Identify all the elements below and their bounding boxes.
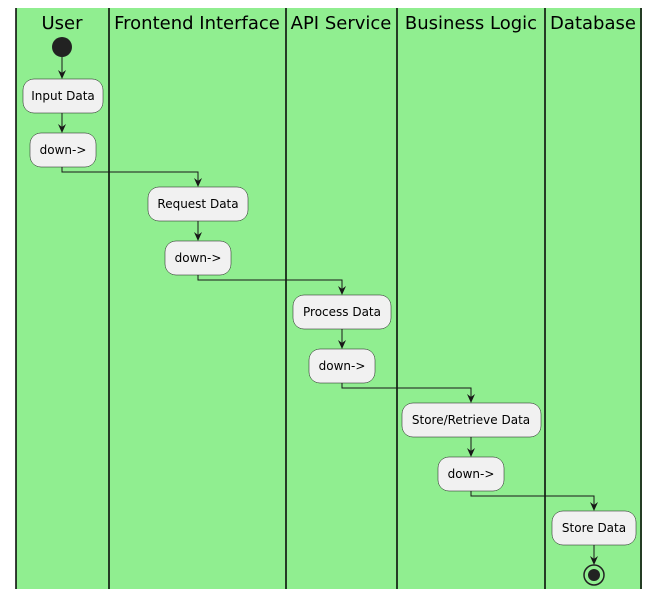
activity-node-label: down-> <box>448 467 495 481</box>
activity-node-box <box>551 510 637 546</box>
activity-node-box <box>401 402 542 438</box>
activity-node-box <box>22 78 104 114</box>
activity-node-box <box>29 132 97 168</box>
activity-node-store-retrieve-data: Store/Retrieve Data <box>401 402 542 438</box>
activity-node-request-data: Request Data <box>147 186 249 222</box>
edge <box>341 383 472 398</box>
edge <box>61 167 199 182</box>
arrowhead <box>194 232 202 241</box>
lane-title-database: Database <box>550 13 636 34</box>
activity-node-down-user: down-> <box>29 132 97 168</box>
activity-node-label: down-> <box>175 251 222 265</box>
arrowhead <box>590 556 598 565</box>
activity-node-down-api: down-> <box>308 348 376 384</box>
arrowhead <box>338 286 346 295</box>
start-node-circle <box>52 37 72 57</box>
activity-node-box <box>308 348 376 384</box>
lane-title-frontend-interface: Frontend Interface <box>114 13 280 34</box>
activity-node-down-frontend: down-> <box>164 240 232 276</box>
edge <box>197 275 343 290</box>
arrowhead <box>58 124 66 133</box>
arrowhead <box>58 70 66 79</box>
activity-node-box <box>437 456 505 492</box>
arrowhead <box>467 448 475 457</box>
arrowhead <box>590 502 598 511</box>
arrowhead <box>338 340 346 349</box>
lane-title-user: User <box>41 13 83 34</box>
end-node <box>583 564 605 586</box>
end-node-ring <box>583 564 605 586</box>
lane-title-api-service: API Service <box>291 13 392 34</box>
edge <box>470 491 595 506</box>
activity-node-label: Store Data <box>562 521 626 535</box>
end-node-dot <box>588 569 600 581</box>
activity-node-process-data: Process Data <box>292 294 392 330</box>
activity-node-down-business: down-> <box>437 456 505 492</box>
activity-node-label: Store/Retrieve Data <box>412 413 530 427</box>
activity-node-box <box>164 240 232 276</box>
activity-node-box <box>292 294 392 330</box>
lane-title-business-logic: Business Logic <box>405 13 537 34</box>
start-node <box>52 37 72 57</box>
activity-node-label: Request Data <box>157 197 238 211</box>
arrowhead <box>467 394 475 403</box>
activity-node-label: down-> <box>40 143 87 157</box>
activity-node-label: down-> <box>319 359 366 373</box>
activity-node-label: Input Data <box>31 89 95 103</box>
arrowhead <box>194 178 202 187</box>
activity-node-label: Process Data <box>303 305 381 319</box>
lane-titles: User Frontend Interface API Service Busi… <box>41 13 635 34</box>
activity-node-box <box>147 186 249 222</box>
activity-nodes: Input Data down-> Request Data down-> Pr… <box>22 78 637 546</box>
lane-dividers <box>15 8 642 589</box>
activity-node-input-data: Input Data <box>22 78 104 114</box>
activity-node-store-data: Store Data <box>551 510 637 546</box>
edges <box>58 57 598 565</box>
